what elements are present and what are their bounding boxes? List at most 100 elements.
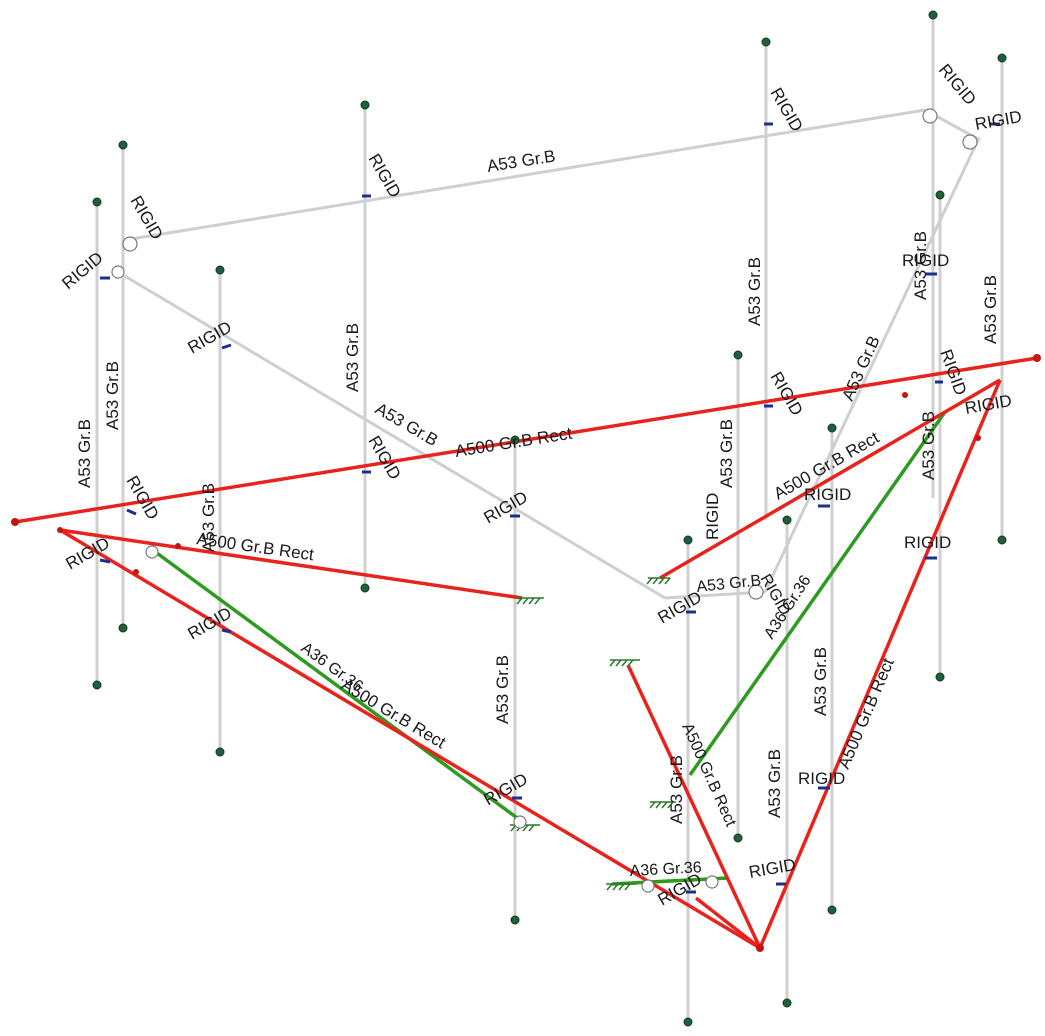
rigid-label: RIGID [185,317,235,357]
column-label: A53 Gr.B [343,323,362,392]
column-label: A53 Gr.B [811,647,830,716]
tube-member[interactable] [758,379,1002,949]
rigid-label: RIGID [804,485,851,504]
supports [510,577,676,891]
node[interactable] [11,518,19,526]
node[interactable] [510,435,520,445]
tube-nodes [11,354,1041,952]
release-icon[interactable] [221,343,232,350]
release-icon[interactable] [221,628,232,634]
node[interactable] [733,833,743,843]
node[interactable] [827,905,837,915]
node[interactable] [935,190,945,200]
node[interactable] [215,747,225,757]
node[interactable] [997,535,1007,545]
rigid-label: RIGID [904,533,951,552]
column-label: A53 Gr.B [745,257,764,326]
column-label: A53 Gr.B [765,749,784,818]
release-markers [99,122,1000,894]
rigid-label: RIGID [655,587,705,627]
pin-joint-icon[interactable] [513,815,527,829]
node[interactable] [92,197,102,207]
node[interactable] [827,423,837,433]
node[interactable] [118,140,128,150]
member-label: A53 Gr.B [838,333,883,404]
pin-joint-icon[interactable] [705,875,719,889]
nodes [92,10,1007,1027]
tube-member[interactable] [626,664,762,949]
tube-member[interactable] [59,528,523,600]
member-label: A500 Gr.B Rect [834,655,898,771]
node[interactable] [175,543,181,549]
node[interactable] [761,37,771,47]
pin-joint-icon[interactable] [111,265,125,279]
rigid-label: RIGID [58,248,106,293]
node[interactable] [1033,354,1041,362]
fixed-support-icon[interactable] [649,801,676,809]
pipe-beam[interactable] [763,139,980,593]
tube-member[interactable] [14,356,1038,524]
pipe-beam[interactable] [117,270,666,600]
node[interactable] [510,915,520,925]
node[interactable] [360,100,370,110]
node[interactable] [683,535,693,545]
node[interactable] [683,1017,693,1027]
tube-member[interactable] [659,378,1001,580]
rigid-label: RIGID [767,85,807,135]
node[interactable] [360,583,370,593]
node[interactable] [92,680,102,690]
pin-joints [111,108,978,893]
node[interactable] [57,527,63,533]
rigid-label: RIGID [767,369,807,419]
node[interactable] [118,623,128,633]
angle-brace[interactable] [688,410,947,777]
node[interactable] [733,350,743,360]
node[interactable] [928,10,938,20]
column-label: A53 Gr.B [911,231,930,300]
column-label: A53 Gr.B [717,419,736,488]
node[interactable] [756,944,764,952]
node[interactable] [782,998,792,1008]
pipe-beam[interactable] [664,590,766,600]
tube-member[interactable] [59,528,761,950]
node[interactable] [215,265,225,275]
pipe-beam[interactable] [124,108,926,242]
columns [95,15,1004,1022]
tube-member[interactable] [694,896,762,950]
node[interactable] [133,569,139,575]
tube-members [14,356,1038,950]
column-label: A53 Gr.B [667,755,686,824]
node[interactable] [902,392,908,398]
rigid-label: RIGID [481,769,531,809]
release-icon[interactable] [126,508,137,516]
node[interactable] [935,672,945,682]
rigid-label: RIGID [973,107,1023,134]
release-icon[interactable] [99,558,111,564]
pin-joint-icon[interactable] [145,545,159,559]
rigid-label: RIGID [127,193,167,243]
pin-joint-icon[interactable] [641,879,655,893]
pin-joint-icon[interactable] [962,134,978,150]
rigid-label: RIGID [798,769,845,788]
pin-joint-icon[interactable] [748,584,764,600]
column-label: A53 Gr.B [919,411,938,480]
node[interactable] [975,435,981,441]
rigid-label: RIGID [365,151,405,201]
fixed-support-icon[interactable] [606,883,636,891]
column-label: A53 Gr.B [103,361,122,430]
rigid-label: RIGID [63,533,113,573]
pin-joint-icon[interactable] [122,236,138,252]
member-label: A53 Gr.B [696,572,762,596]
node[interactable] [997,53,1007,63]
angle-brace[interactable] [148,546,522,822]
fixed-support-icon[interactable] [609,659,640,667]
member-label: A36 Gr.36 [298,639,366,695]
pin-joint-icon[interactable] [922,108,938,124]
fixed-support-icon[interactable] [516,597,544,605]
rigid-label: RIGID [902,251,949,270]
pipe-beams [117,108,981,600]
node[interactable] [782,515,792,525]
fixed-support-icon[interactable] [646,577,671,585]
